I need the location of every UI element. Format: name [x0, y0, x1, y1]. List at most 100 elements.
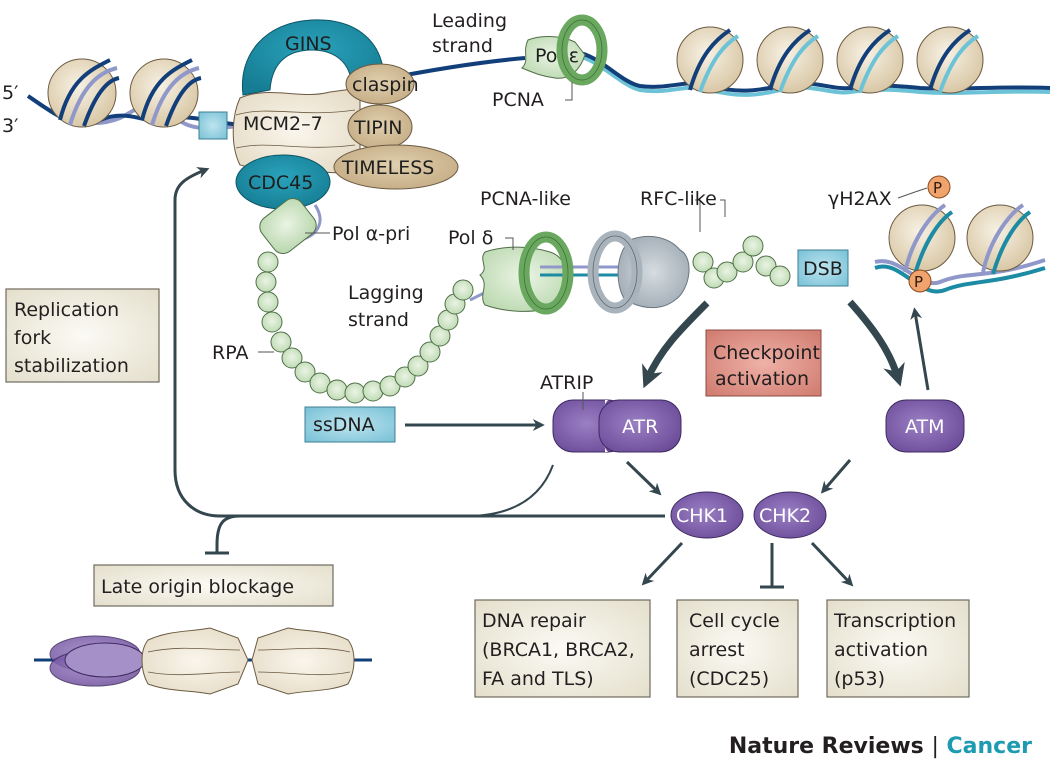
cell-cycle-label-1: Cell cycle	[689, 610, 780, 632]
pcna-like-leader-line	[695, 199, 701, 232]
arrow-to-replisome	[173, 167, 221, 518]
leading-strand-label-1: Leading	[432, 10, 507, 32]
inhibit-late-origin-line	[215, 514, 241, 552]
ssdna-box: ssDNA	[304, 406, 396, 443]
journal-subject: Cancer	[946, 734, 1032, 759]
rfc-like-label: RFC-like	[640, 188, 717, 210]
pcna-label: PCNA	[492, 89, 544, 111]
fork-stab-label-3: stabilization	[14, 355, 129, 377]
transcription-box: Transcription activation (p53)	[826, 599, 970, 698]
lagging-strand-label-1: Lagging	[348, 282, 424, 304]
atr-label: ATR	[622, 416, 658, 438]
rpa-bead	[742, 235, 764, 257]
phospho-bottom: P	[908, 269, 932, 293]
arrow-to-atm	[847, 299, 905, 387]
lagging-strand-label-2: strand	[348, 309, 409, 331]
atr-feedback-curve	[469, 464, 554, 517]
transcription-label-1: Transcription	[833, 610, 956, 632]
rpa-bead	[270, 331, 292, 353]
pcna-like-ring	[587, 230, 643, 314]
phospho-label: P	[933, 179, 942, 197]
cell-cycle-label-2: arrest	[689, 639, 745, 661]
mcm-label: MCM2–7	[243, 113, 323, 135]
cdc45-label: CDC45	[248, 172, 313, 194]
rpa-bead	[281, 347, 303, 369]
rpa-bead	[261, 311, 283, 333]
fork-stabilization-box: Replication fork stabilization	[5, 288, 160, 383]
leading-strand-label-2: strand	[432, 35, 493, 57]
tipin: TIPIN	[347, 104, 413, 150]
nucleosome	[47, 58, 120, 128]
phospho-label: P	[914, 273, 923, 291]
rpa-bead	[255, 271, 277, 293]
gamma-h2ax-leader-line	[897, 187, 928, 199]
atm: ATM	[885, 399, 965, 453]
phospho-top: P	[927, 175, 951, 199]
nucleosome	[756, 26, 824, 94]
tipin-label: TIPIN	[353, 117, 402, 139]
rpa-coated-ssdna	[255, 251, 474, 404]
journal-name: Nature Reviews	[728, 734, 924, 759]
rpa-bead	[692, 251, 714, 273]
pol-delta-label: Pol δ	[448, 227, 493, 249]
gamma-h2ax-chromatin	[874, 203, 1046, 294]
nucleosome	[129, 58, 202, 128]
pcna-ring-lagging	[518, 231, 574, 315]
nucleosome	[836, 26, 904, 94]
transcription-label-3: (p53)	[834, 668, 885, 690]
pol-alpha-primase	[259, 198, 317, 254]
chk2: CHK2	[753, 491, 827, 539]
atrip-label: ATRIP	[540, 372, 593, 394]
rpa-label: RPA	[212, 342, 248, 364]
claspin-label: claspin	[352, 74, 419, 96]
rpa-bead	[257, 291, 279, 313]
timeless-label: TIMELESS	[341, 157, 434, 179]
cdc45: CDC45	[235, 154, 331, 210]
checkpoint-label-2: activation	[715, 368, 809, 390]
atr	[598, 399, 682, 453]
pol-delta-leader-line	[505, 237, 514, 250]
dna-repair-box: DNA repair (BRCA1, BRCA2, FA and TLS)	[474, 599, 651, 698]
credit-separator: |	[931, 734, 939, 759]
journal-credit: Nature Reviews | Cancer	[729, 734, 1032, 759]
arrow-to-transcription	[810, 541, 854, 587]
fork-stab-label-2: fork	[14, 327, 51, 349]
three-prime-label: 3′	[2, 115, 18, 137]
rpa-bead	[732, 251, 754, 273]
chk1-label: CHK1	[676, 505, 728, 527]
arrow-atm-to-chk2	[820, 459, 852, 494]
claspin: claspin	[345, 63, 419, 105]
checkpoint-label-1: Checkpoint	[713, 342, 820, 364]
cell-cycle-box: Cell cycle arrest (CDC25)	[676, 599, 799, 698]
pcna-like-label: PCNA-like	[480, 188, 571, 210]
rfc-leader-line	[720, 199, 726, 217]
rpa-bead	[344, 382, 366, 404]
pol-alpha-label: Pol α-pri	[332, 223, 410, 245]
helicase-block	[198, 111, 228, 140]
rpa-coated-ssdna-tail	[692, 235, 791, 289]
atm-label: ATM	[905, 416, 945, 438]
cell-cycle-label-3: (CDC25)	[689, 668, 769, 690]
rpa-bead	[452, 279, 474, 301]
gamma-h2ax-label: γH2AX	[828, 188, 892, 210]
dsb-label: DSB	[803, 258, 843, 280]
pcna-leader-line	[565, 82, 573, 101]
parental-dna: 5′ 3′	[2, 58, 251, 140]
arrow-to-atr	[642, 300, 710, 389]
rpa-bead	[769, 265, 791, 287]
rpa-bead	[419, 341, 441, 363]
late-origin-box: Late origin blockage	[93, 564, 334, 607]
gins-label: GINS	[285, 33, 332, 55]
checkpoint-activation-box: Checkpoint activation	[705, 329, 822, 397]
dna-repair-label-1: DNA repair	[482, 610, 586, 632]
ssdna-label: ssDNA	[313, 414, 375, 436]
dna-repair-label-3: FA and TLS)	[482, 668, 594, 690]
transcription-label-2: activation	[834, 639, 928, 661]
nucleosome	[676, 26, 744, 94]
dsb-box: DSB	[797, 249, 849, 287]
gins: GINS	[241, 19, 384, 96]
dna-repair-label-2: (BRCA1, BRCA2,	[482, 639, 635, 661]
chk1: CHK1	[670, 491, 744, 539]
rpa-bead	[326, 379, 348, 401]
